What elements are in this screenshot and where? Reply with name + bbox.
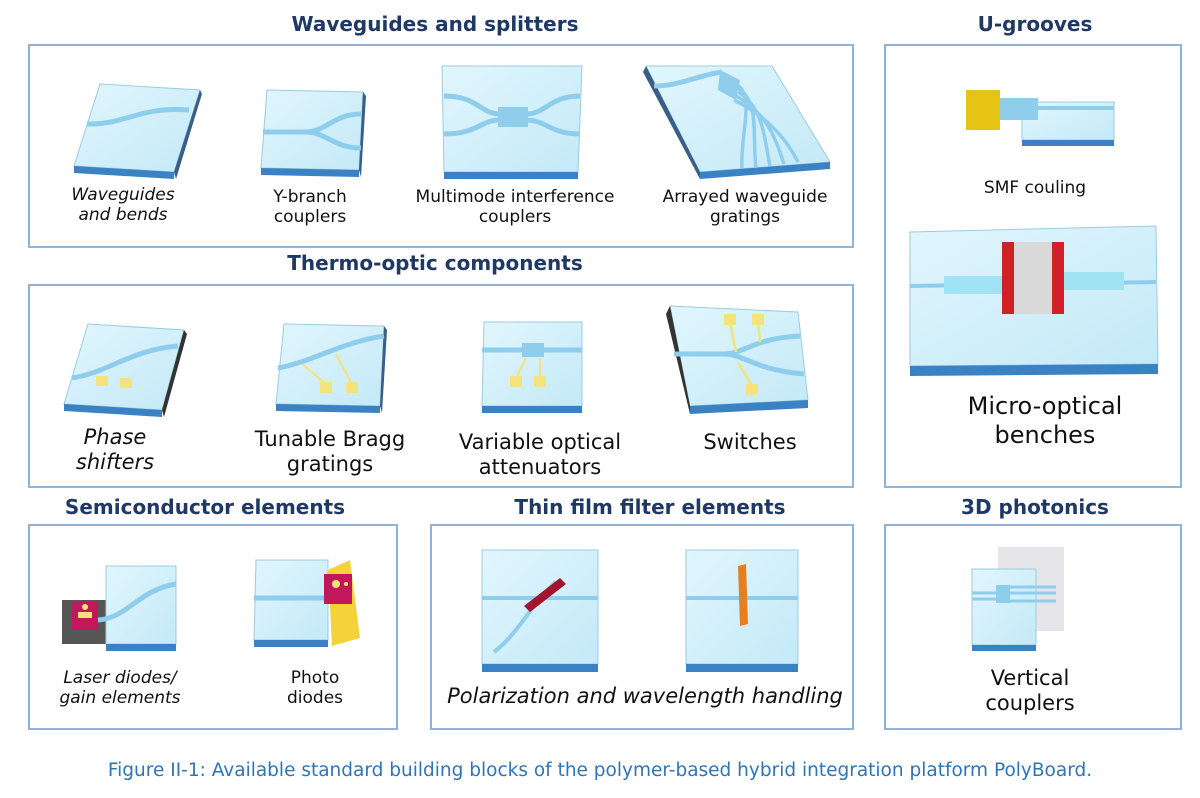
bragg-grating-icon — [275, 323, 387, 413]
figure-caption: Figure II-1: Available standard building… — [107, 760, 1093, 781]
item-label-y-branch: Y-branch couplers — [273, 187, 347, 228]
smf-coupling-icon — [966, 90, 1115, 146]
awg-icon — [643, 65, 831, 179]
section-title-semiconductor: Semiconductor elements — [64, 495, 346, 519]
item-label-switches: Switches — [703, 430, 797, 454]
micro-optical-bench-icon — [909, 225, 1159, 376]
waveguide-bend-icon — [73, 83, 202, 179]
item-label-micro-optical: Micro-optical benches — [967, 392, 1123, 449]
item-label-vertical-couplers: Vertical couplers — [985, 666, 1075, 716]
laser-diode-icon — [62, 565, 177, 651]
section-title-thermo-optic: Thermo-optic components — [287, 251, 583, 275]
item-label-phase-shifters: Phase shifters — [75, 425, 155, 475]
item-label-mmi: Multimode interference couplers — [415, 187, 615, 228]
item-label-smf-coupling: SMF couling — [983, 178, 1087, 198]
section-title-waveguides: Waveguides and splitters — [291, 12, 579, 36]
attenuator-icon — [481, 321, 583, 413]
item-label-polarization: Polarization and wavelength handling — [447, 684, 843, 708]
phase-shifter-icon — [63, 323, 187, 417]
vertical-coupler-icon — [971, 547, 1064, 651]
thin-film-filter-icon — [481, 549, 599, 672]
item-label-bragg: Tunable Bragg gratings — [254, 427, 406, 477]
thin-film-filter-icon-2 — [685, 549, 799, 672]
item-label-waveguides: Waveguides and bends — [71, 185, 175, 226]
item-label-photo-diodes: Photo diodes — [286, 668, 344, 709]
item-label-attenuators: Variable optical attenuators — [458, 430, 622, 480]
section-title-thin-film: Thin film filter elements — [514, 495, 786, 519]
mmi-coupler-icon — [441, 65, 583, 179]
y-branch-icon — [260, 89, 366, 177]
section-title-3d-photonics: 3D photonics — [961, 495, 1109, 519]
item-label-laser-diodes: Laser diodes/ gain elements — [59, 668, 181, 709]
item-label-awg: Arrayed waveguide gratings — [662, 187, 828, 228]
section-title-u-grooves: U-grooves — [977, 12, 1093, 36]
switch-icon — [666, 305, 809, 414]
photodiode-icon — [253, 559, 360, 647]
